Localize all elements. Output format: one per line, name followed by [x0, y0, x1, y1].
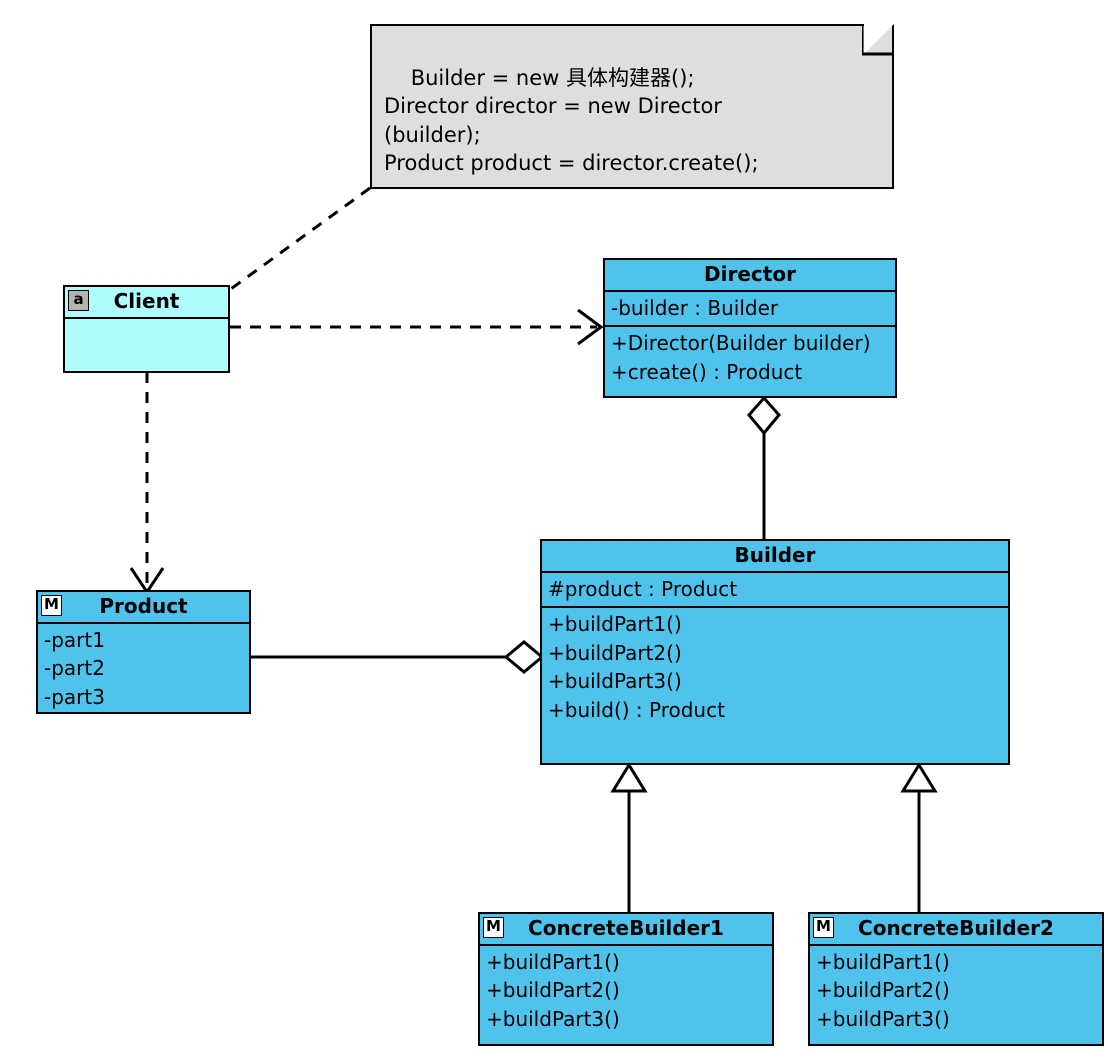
class-header-director: Director — [605, 260, 895, 292]
operation-row: +buildPart3() — [548, 669, 682, 694]
class-attributes-director: -builder : Builder — [605, 292, 895, 328]
class-name-director: Director — [704, 262, 796, 286]
client-uses-product-arrowhead — [129, 567, 165, 595]
class-name-client: Client — [113, 289, 180, 313]
class-box-builder[interactable]: Builder #product : Product +buildPart1()… — [540, 539, 1010, 765]
operation-row: +buildPart3() — [486, 1006, 620, 1031]
operation-row: +buildPart2() — [486, 978, 620, 1003]
class-name-product: Product — [99, 594, 188, 618]
class-attributes-client — [65, 319, 228, 371]
operation-row: +buildPart2() — [548, 640, 682, 665]
class-header-concretebuilder1: M ConcreteBuilder1 — [480, 914, 772, 946]
abstract-badge-icon: a — [68, 290, 89, 311]
class-operations-director: +Director(Builder builder) +create() : P… — [605, 327, 895, 396]
class-operations-builder: +buildPart1() +buildPart2() +buildPart3(… — [542, 608, 1008, 763]
class-name-concretebuilder2: ConcreteBuilder2 — [858, 916, 1054, 940]
code-note-text: Builder = new 具体构建器(); Director director… — [384, 65, 759, 176]
class-box-director[interactable]: Director -builder : Builder +Director(Bu… — [603, 258, 897, 398]
operation-row: +buildPart2() — [816, 978, 950, 1003]
concretebuilder2-extends-builder-triangle — [900, 762, 938, 793]
class-name-concretebuilder1: ConcreteBuilder1 — [528, 916, 724, 940]
class-header-client: a Client — [65, 287, 228, 319]
class-operations-concretebuilder2: +buildPart1() +buildPart2() +buildPart3(… — [810, 946, 1102, 1044]
model-badge-icon: M — [483, 917, 504, 938]
operation-row: +buildPart1() — [816, 950, 950, 974]
operation-row: +buildPart1() — [486, 950, 620, 974]
class-header-builder: Builder — [542, 541, 1008, 573]
operation-row: +buildPart3() — [816, 1006, 950, 1031]
code-note: Builder = new 具体构建器(); Director director… — [370, 24, 894, 189]
operation-row: +build() : Product — [548, 697, 725, 722]
class-box-concretebuilder1[interactable]: M ConcreteBuilder1 +buildPart1() +buildP… — [478, 912, 774, 1046]
concretebuilder1-extends-builder-triangle — [610, 762, 648, 793]
class-box-client[interactable]: a Client — [63, 285, 230, 373]
builder-aggregates-product-diamond — [503, 640, 545, 674]
operation-row: +create() : Product — [611, 359, 803, 384]
director-aggregates-builder-diamond — [747, 395, 781, 436]
class-name-builder: Builder — [734, 543, 816, 567]
operation-row: +buildPart1() — [548, 612, 682, 637]
attribute-row: -part3 — [44, 684, 105, 709]
class-box-product[interactable]: M Product -part1 -part2 -part3 — [36, 590, 251, 714]
note-fold-icon — [864, 24, 894, 54]
class-header-product: M Product — [38, 592, 249, 624]
operation-row: +Director(Builder builder) — [611, 331, 871, 356]
note-fold-edge-icon — [862, 24, 892, 56]
attribute-row: #product : Product — [548, 577, 738, 601]
class-header-concretebuilder2: M ConcreteBuilder2 — [810, 914, 1102, 946]
class-attributes-builder: #product : Product — [542, 573, 1008, 609]
attribute-row: -part2 — [44, 656, 105, 681]
client-uses-director-arrowhead — [577, 308, 604, 346]
attribute-row: -builder : Builder — [611, 296, 779, 320]
note-anchor-line — [227, 186, 371, 293]
class-attributes-product: -part1 -part2 -part3 — [38, 624, 249, 714]
model-badge-icon: M — [813, 917, 834, 938]
attribute-row: -part1 — [44, 628, 105, 652]
model-badge-icon: M — [41, 595, 62, 616]
class-operations-concretebuilder1: +buildPart1() +buildPart2() +buildPart3(… — [480, 946, 772, 1044]
class-box-concretebuilder2[interactable]: M ConcreteBuilder2 +buildPart1() +buildP… — [808, 912, 1104, 1046]
